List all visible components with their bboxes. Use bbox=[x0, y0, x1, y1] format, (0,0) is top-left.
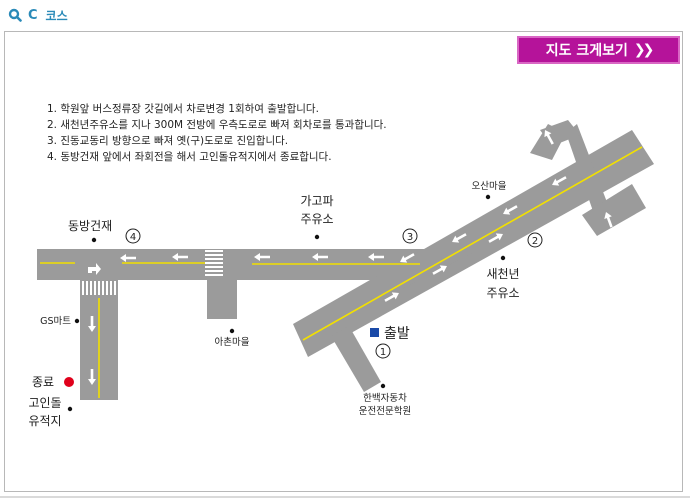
instruction-item: 1. 학원앞 버스정류장 갓길에서 차로변경 1회하여 출발합니다. bbox=[47, 103, 319, 115]
crosswalk-bar bbox=[110, 281, 112, 295]
road-school-stub bbox=[331, 326, 381, 392]
section-title: 코스 bbox=[45, 8, 68, 23]
section-header: C 코스 bbox=[8, 6, 68, 24]
crosswalk-bar bbox=[205, 266, 223, 268]
crosswalk-bar bbox=[114, 281, 116, 295]
label-osan: 오산마을 bbox=[472, 181, 507, 192]
label-dongbang: 동방건재 bbox=[68, 219, 112, 233]
step-markers bbox=[125, 228, 543, 359]
enlarge-map-label: 지도 크게보기 bbox=[545, 43, 628, 59]
crosswalk-bar bbox=[94, 281, 96, 295]
dot-achon bbox=[229, 328, 235, 334]
route-instructions: 1. 학원앞 버스정류장 갓길에서 차로변경 1회하여 출발합니다. 2. 새천… bbox=[47, 101, 387, 165]
step-marker-1-label: 1 bbox=[380, 347, 386, 358]
section-letter: C bbox=[28, 7, 38, 23]
dot-school bbox=[380, 383, 386, 389]
dot-dongbang bbox=[91, 237, 97, 243]
road-right-stub bbox=[582, 184, 646, 236]
direction-arrows bbox=[88, 128, 616, 385]
end-marker-icon bbox=[64, 377, 74, 387]
crosswalks bbox=[82, 250, 223, 295]
crosswalk-bar bbox=[82, 281, 84, 295]
label-gs: GS마트 bbox=[40, 316, 71, 327]
crosswalk-bar bbox=[98, 281, 100, 295]
instruction-item: 2. 새천년주유소를 지나 300M 전방에 우측도로로 빠져 회차로를 통과합… bbox=[47, 119, 387, 131]
instruction-item: 4. 동방건재 앞에서 좌회전을 해서 고인돌유적지에서 종료합니다. bbox=[47, 151, 332, 163]
step-marker-4-label: 4 bbox=[130, 232, 136, 243]
crosswalk-bar bbox=[106, 281, 108, 295]
crosswalk-bar bbox=[205, 270, 223, 272]
crosswalk-bar bbox=[90, 281, 92, 295]
label-school-2: 운전전문학원 bbox=[359, 406, 411, 417]
landmark-dots bbox=[67, 194, 506, 412]
double-chevron-right-icon: ❯❯ bbox=[633, 42, 655, 58]
label-gago-1: 가고파 bbox=[300, 194, 333, 208]
center-line-diagonal bbox=[302, 146, 643, 341]
label-achon: 아촌마을 bbox=[215, 337, 250, 348]
arrow-turn-left-icon bbox=[88, 263, 101, 275]
dot-osan bbox=[485, 194, 491, 200]
road-loop-right bbox=[566, 124, 610, 217]
crosswalk-bar bbox=[205, 258, 223, 260]
step-marker-3 bbox=[402, 228, 418, 244]
dot-gs bbox=[74, 318, 80, 324]
center-lines bbox=[40, 146, 643, 398]
crosswalk-bar bbox=[205, 274, 223, 276]
crosswalk-bar bbox=[102, 281, 104, 295]
crosswalk-bar bbox=[86, 281, 88, 295]
crosswalk-bar bbox=[205, 254, 223, 256]
label-saecheon-2: 주유소 bbox=[486, 286, 519, 300]
label-start: 출발 bbox=[384, 326, 410, 342]
crosswalk-bar bbox=[205, 262, 223, 264]
label-goindol-1: 고인돌 bbox=[28, 396, 61, 410]
step-marker-2 bbox=[527, 232, 543, 248]
label-school-1: 한백자동차 bbox=[363, 392, 407, 404]
label-gago-2: 주유소 bbox=[300, 212, 333, 226]
step-marker-2-label: 2 bbox=[532, 236, 538, 247]
start-marker-icon bbox=[370, 328, 379, 337]
label-goindol-2: 유적지 bbox=[28, 414, 61, 428]
bottom-divider bbox=[0, 496, 690, 498]
label-end: 종료 bbox=[32, 375, 54, 389]
step-marker-1 bbox=[375, 343, 391, 359]
instruction-item: 3. 진동교동리 방향으로 빠져 옛(구)도로로 진입합니다. bbox=[47, 135, 289, 147]
dot-saecheon bbox=[500, 255, 506, 261]
dot-goindol bbox=[67, 406, 73, 412]
dot-gago bbox=[314, 234, 320, 240]
step-marker-3-label: 3 bbox=[407, 232, 413, 243]
road-achon-stub bbox=[207, 278, 237, 319]
magnifier-icon bbox=[8, 8, 22, 22]
step-marker-4 bbox=[125, 228, 141, 244]
label-saecheon-1: 새천년 bbox=[486, 266, 519, 281]
enlarge-map-button[interactable]: 지도 크게보기 ❯❯ bbox=[517, 36, 680, 64]
crosswalk-bar bbox=[205, 250, 223, 252]
